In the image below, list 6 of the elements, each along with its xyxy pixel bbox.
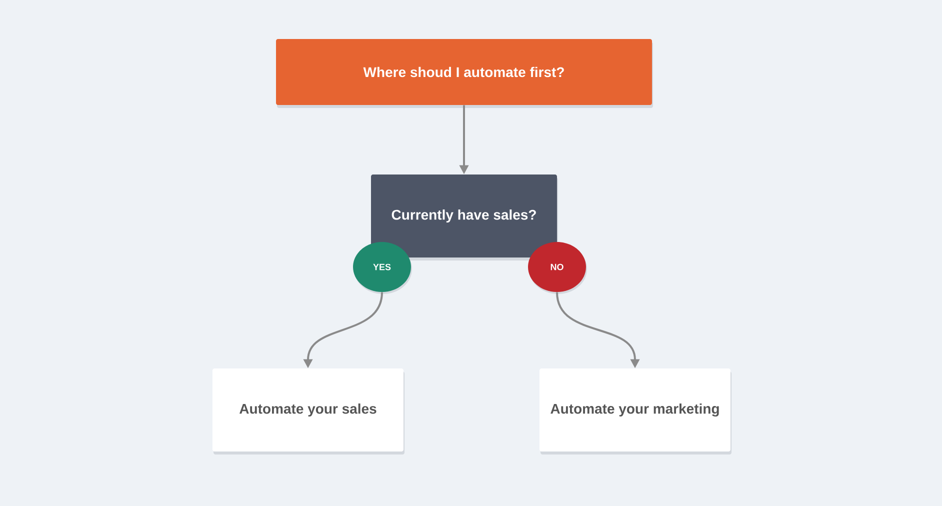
result-box: Automate your marketing <box>540 368 732 454</box>
result-box: Automate your sales <box>212 368 404 454</box>
yes-badge: YES <box>353 242 412 294</box>
decision-box: Currently have sales? <box>371 174 558 260</box>
start-box: Where shoud I automate first? <box>276 39 653 108</box>
no-badge: NO <box>528 242 587 294</box>
